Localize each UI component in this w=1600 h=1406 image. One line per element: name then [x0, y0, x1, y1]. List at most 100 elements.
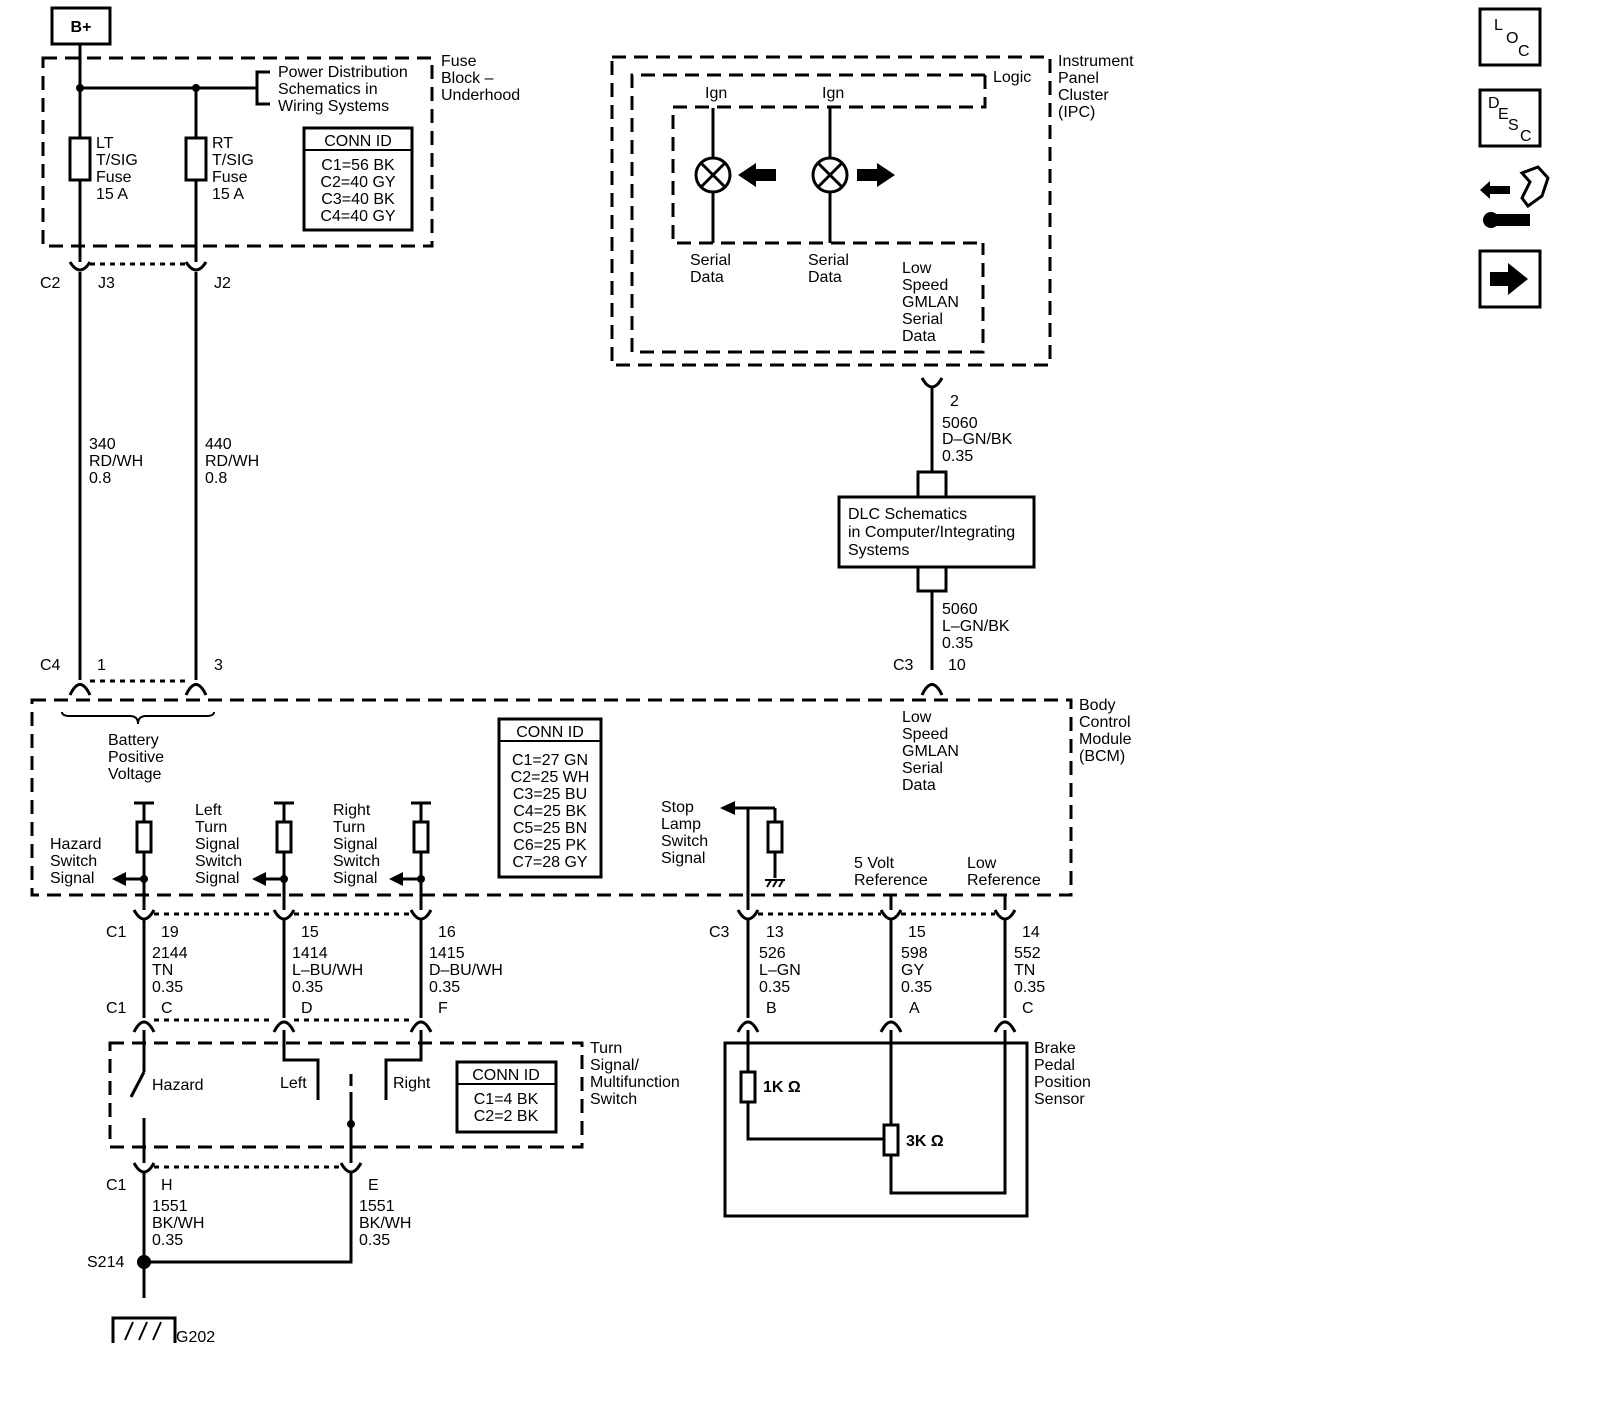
pin-j3-label: J3 — [98, 275, 115, 292]
svg-text:Pedal: Pedal — [1034, 1057, 1075, 1074]
svg-text:BK/WH: BK/WH — [359, 1215, 411, 1232]
connector-c1-switch-label: C1 — [106, 1000, 127, 1017]
wire-1551-right-label: 1551 BK/WH 0.35 — [359, 1198, 411, 1249]
stop-lamp-input — [720, 801, 785, 910]
svg-text:RT: RT — [212, 135, 233, 152]
svg-text:Signal/: Signal/ — [590, 1057, 639, 1074]
svg-text:C: C — [161, 1000, 173, 1017]
svg-text:Wiring Systems: Wiring Systems — [278, 98, 389, 115]
svg-text:Low: Low — [967, 855, 997, 872]
svg-text:Turn: Turn — [195, 819, 227, 836]
svg-text:RD/WH: RD/WH — [89, 453, 143, 470]
wire-340-label: 340 RD/WH 0.8 — [89, 436, 143, 487]
svg-text:E: E — [1498, 106, 1509, 123]
svg-text:Cluster: Cluster — [1058, 87, 1109, 104]
svg-text:L: L — [1494, 17, 1503, 34]
svg-text:Signal: Signal — [50, 870, 94, 887]
brake-pedal-sensor-outline — [723, 1041, 1029, 1218]
svg-text:C: C — [1518, 43, 1530, 60]
left-turn-signal-switch-label: Left Turn Signal Switch Signal — [195, 802, 242, 887]
bcm-outline — [30, 698, 1073, 897]
right-arrow-icon — [857, 163, 895, 187]
svg-text:GMLAN: GMLAN — [902, 294, 959, 311]
svg-text:1551: 1551 — [359, 1198, 395, 1215]
svg-text:Switch: Switch — [195, 853, 242, 870]
svg-text:Data: Data — [808, 269, 842, 286]
wire-5060-top-label: 5060 D–GN/BK 0.35 — [942, 415, 1013, 465]
svg-text:Reference: Reference — [967, 872, 1041, 889]
svg-text:C5=25 BN: C5=25 BN — [513, 820, 587, 837]
next-page-button[interactable] — [1478, 249, 1542, 309]
battery-plus: B+ — [50, 6, 112, 46]
ipc-name: Instrument Panel Cluster (IPC) — [1058, 53, 1134, 121]
right-switch-contact — [384, 1030, 423, 1100]
svg-text:F: F — [438, 1000, 448, 1017]
svg-text:Turn: Turn — [590, 1040, 622, 1057]
svg-text:T/SIG: T/SIG — [96, 152, 138, 169]
loc-button[interactable]: L O C — [1478, 7, 1542, 67]
logic-label: Logic — [993, 69, 1031, 86]
svg-text:2: 2 — [950, 393, 959, 410]
svg-text:Underhood: Underhood — [441, 87, 520, 104]
wire-1551-left-label: 1551 BK/WH 0.35 — [152, 1198, 204, 1249]
bcm-conn-id: CONN ID C1=27 GN C2=25 WH C3=25 BU C4=25… — [497, 717, 603, 879]
svg-text:0.8: 0.8 — [89, 470, 111, 487]
svg-text:O: O — [1506, 30, 1518, 47]
svg-text:Serial: Serial — [902, 311, 943, 328]
stop-lamp-switch-signal-label: Stop Lamp Switch Signal — [661, 799, 708, 867]
svg-text:(IPC): (IPC) — [1058, 104, 1095, 121]
svg-text:D–BU/WH: D–BU/WH — [429, 962, 503, 979]
svg-text:Sensor: Sensor — [1034, 1091, 1085, 1108]
svg-text:0.35: 0.35 — [152, 1232, 183, 1249]
svg-text:Hazard: Hazard — [50, 836, 102, 853]
svg-text:2144: 2144 — [152, 945, 188, 962]
connector-c3-top-label: C3 — [893, 657, 914, 674]
svg-text:C: C — [1520, 128, 1532, 145]
wire-440-label: 440 RD/WH 0.8 — [205, 436, 259, 487]
svg-text:15 A: 15 A — [96, 186, 128, 203]
splice-s214 — [137, 1255, 151, 1269]
svg-text:C2=2 BK: C2=2 BK — [474, 1108, 539, 1125]
battery-plus-label: B+ — [71, 19, 92, 36]
svg-text:15: 15 — [908, 924, 926, 941]
svg-text:19: 19 — [161, 924, 179, 941]
svg-text:L–GN: L–GN — [759, 962, 801, 979]
svg-text:Low: Low — [902, 260, 932, 277]
svg-text:TN: TN — [1014, 962, 1035, 979]
svg-text:Speed: Speed — [902, 726, 948, 743]
svg-text:Module: Module — [1079, 731, 1132, 748]
svg-text:C3=25 BU: C3=25 BU — [513, 786, 587, 803]
svg-text:340: 340 — [89, 436, 116, 453]
svg-text:Signal: Signal — [195, 836, 239, 853]
svg-text:Fuse: Fuse — [212, 169, 248, 186]
svg-text:Schematics in: Schematics in — [278, 81, 378, 98]
svg-text:(BCM): (BCM) — [1079, 748, 1125, 765]
power-distribution-reference: Power Distribution Schematics in Wiring … — [278, 64, 408, 115]
fuse-block-outline — [41, 56, 434, 248]
serial-data-label-left: Serial Data — [690, 252, 731, 286]
connector-tool-icon[interactable] — [1480, 165, 1550, 228]
svg-text:Fuse: Fuse — [96, 169, 132, 186]
svg-text:L–GN/BK: L–GN/BK — [942, 618, 1010, 635]
svg-text:GMLAN: GMLAN — [902, 743, 959, 760]
svg-text:Switch: Switch — [590, 1091, 637, 1108]
svg-text:5 Volt: 5 Volt — [854, 855, 895, 872]
svg-text:CONN ID: CONN ID — [516, 724, 584, 741]
svg-text:C4=25 BK: C4=25 BK — [513, 803, 587, 820]
desc-button[interactable]: D E S C — [1478, 88, 1542, 148]
svg-text:15 A: 15 A — [212, 186, 244, 203]
next-arrow-icon — [1490, 263, 1528, 295]
svg-text:Power Distribution: Power Distribution — [278, 64, 408, 81]
resistor-1k-label: 1K Ω — [763, 1079, 801, 1096]
svg-text:Instrument: Instrument — [1058, 53, 1134, 70]
svg-text:13: 13 — [766, 924, 784, 941]
svg-text:0.35: 0.35 — [942, 448, 973, 465]
serial-data-label-right: Serial Data — [808, 252, 849, 286]
svg-text:5060: 5060 — [942, 415, 978, 432]
fuse-block-conn-id: CONN ID C1=56 BK C2=40 GY C3=40 BK C4=40… — [302, 126, 414, 232]
rt-fuse-label: RT T/SIG Fuse 15 A — [212, 135, 254, 203]
sensor-1k-resistor — [739, 1030, 885, 1141]
hazard-position-label: Hazard — [152, 1077, 204, 1094]
svg-text:Fuse: Fuse — [441, 53, 477, 70]
svg-text:DLC Schematics: DLC Schematics — [848, 506, 967, 523]
